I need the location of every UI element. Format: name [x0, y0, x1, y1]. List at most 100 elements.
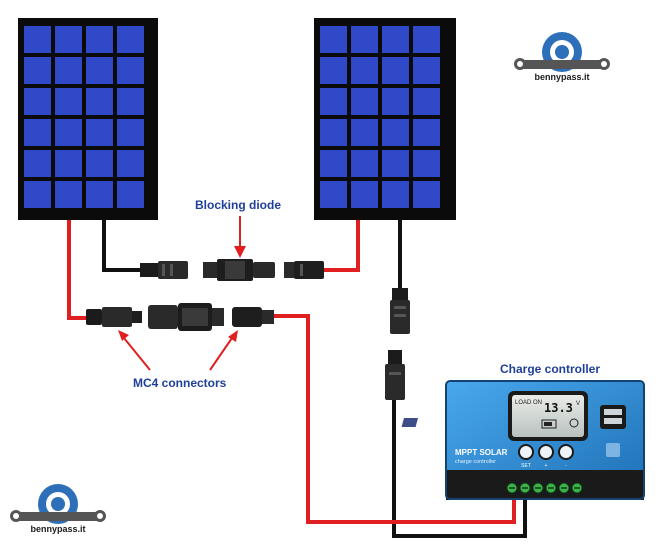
mc4-connector-vertical-top: [390, 288, 410, 334]
solar-cell: [351, 181, 378, 208]
solar-cell: [320, 57, 347, 84]
solar-cell: [24, 26, 51, 53]
charge-controller-label: Charge controller: [500, 362, 601, 376]
solar-cell: [117, 88, 144, 115]
arrow-mc4-right: [209, 330, 238, 371]
solar-cell: [117, 181, 144, 208]
right-panel-positive-wire: [322, 220, 360, 272]
solar-cell: [382, 88, 409, 115]
controller-button-set-label: SET: [521, 463, 531, 469]
mc4-connector-bottom-right: [232, 307, 274, 327]
solar-cell: [382, 57, 409, 84]
solar-panel-left: [18, 18, 158, 220]
arrow-mc4-left: [118, 330, 151, 371]
mc4-connector-vertical-bottom: [385, 350, 405, 400]
solar-cell: [24, 119, 51, 146]
solar-cell: [382, 119, 409, 146]
panel-cells: [24, 26, 144, 208]
solar-cell: [86, 26, 113, 53]
controller-terminals: [506, 482, 583, 494]
solar-cell: [351, 26, 378, 53]
solar-cell: [117, 150, 144, 177]
controller-buttons: SET + -: [518, 444, 574, 469]
solar-cell: [55, 150, 82, 177]
display-bulb-icon: [569, 418, 579, 428]
mc4-connector-bottom-left: [86, 307, 142, 327]
solar-cell: [382, 181, 409, 208]
display-panel-icon: [401, 418, 418, 427]
wiring: [67, 220, 527, 538]
solar-cell: [86, 119, 113, 146]
solar-cell: [320, 26, 347, 53]
solar-cell: [413, 57, 440, 84]
logo-bottom-left: bennypass.it: [10, 484, 106, 534]
solar-cell: [351, 57, 378, 84]
controller-screen: [512, 395, 584, 437]
display-mode: LOAD ON: [515, 400, 542, 406]
charge-controller: LOAD ON 13.3 V MPPT SOLAR charge control…: [401, 380, 645, 500]
solar-cell: [382, 26, 409, 53]
logo-text: bennypass.it: [30, 524, 85, 534]
display-battery-icon: [541, 419, 557, 429]
controller-button-plus[interactable]: [538, 444, 554, 460]
gear-wrench-icon: [514, 32, 610, 72]
controller-brand-line1: MPPT SOLAR: [455, 448, 508, 457]
solar-panel-right: [314, 18, 456, 220]
solar-cell: [117, 119, 144, 146]
arrows: [118, 216, 246, 371]
mc4-branch-connector: [148, 303, 224, 331]
blocking-diode-label: Blocking diode: [195, 198, 282, 212]
left-panel-positive-wire: [67, 220, 92, 320]
logo-text: bennypass.it: [534, 72, 589, 82]
solar-cell: [24, 88, 51, 115]
right-panel-negative-wire-lower: [392, 400, 527, 538]
controller-terminal-strip: [446, 470, 644, 500]
solar-cell: [413, 88, 440, 115]
controller-button-minus-label: -: [565, 463, 567, 469]
solar-cell: [86, 181, 113, 208]
usb-port-2: [604, 418, 622, 424]
solar-cell: [320, 181, 347, 208]
solar-cell: [55, 57, 82, 84]
solar-cell: [320, 150, 347, 177]
logo-top-right: bennypass.it: [514, 32, 610, 82]
controller-button-set[interactable]: [518, 444, 534, 460]
solar-cell: [320, 119, 347, 146]
mc4-connectors-label: MC4 connectors: [133, 376, 227, 390]
gear-wrench-icon: [10, 484, 106, 524]
panel-cells: [320, 26, 440, 208]
solar-cell: [413, 181, 440, 208]
solar-cell: [413, 150, 440, 177]
solar-cell: [351, 150, 378, 177]
solar-cell: [55, 88, 82, 115]
controller-brand-line2: charge controller: [455, 459, 496, 465]
controller-button-plus-label: +: [545, 463, 548, 469]
display-value: 13.3: [544, 401, 573, 415]
usb-port-1: [604, 409, 622, 415]
blocking-diode-connector: [203, 259, 275, 281]
solar-cell: [413, 119, 440, 146]
solar-cell: [86, 57, 113, 84]
solar-cell: [351, 119, 378, 146]
controller-button-minus[interactable]: [558, 444, 574, 460]
solar-cell: [55, 119, 82, 146]
solar-cell: [86, 88, 113, 115]
solar-cell: [86, 150, 113, 177]
solar-cell: [24, 150, 51, 177]
solar-cell: [413, 26, 440, 53]
solar-cell: [320, 88, 347, 115]
left-panel-negative-wire: [102, 220, 142, 272]
solar-cell: [24, 57, 51, 84]
solar-cell: [55, 181, 82, 208]
arrow-blocking-diode: [234, 216, 246, 258]
solar-cell: [382, 150, 409, 177]
solar-cell: [24, 181, 51, 208]
solar-cell: [351, 88, 378, 115]
mc4-connector-top-left: [140, 261, 188, 279]
solar-cell: [117, 26, 144, 53]
combined-positive-wire: [270, 314, 516, 524]
solar-cell: [117, 57, 144, 84]
mc4-connector-top-right: [284, 261, 324, 279]
solar-cell: [55, 26, 82, 53]
